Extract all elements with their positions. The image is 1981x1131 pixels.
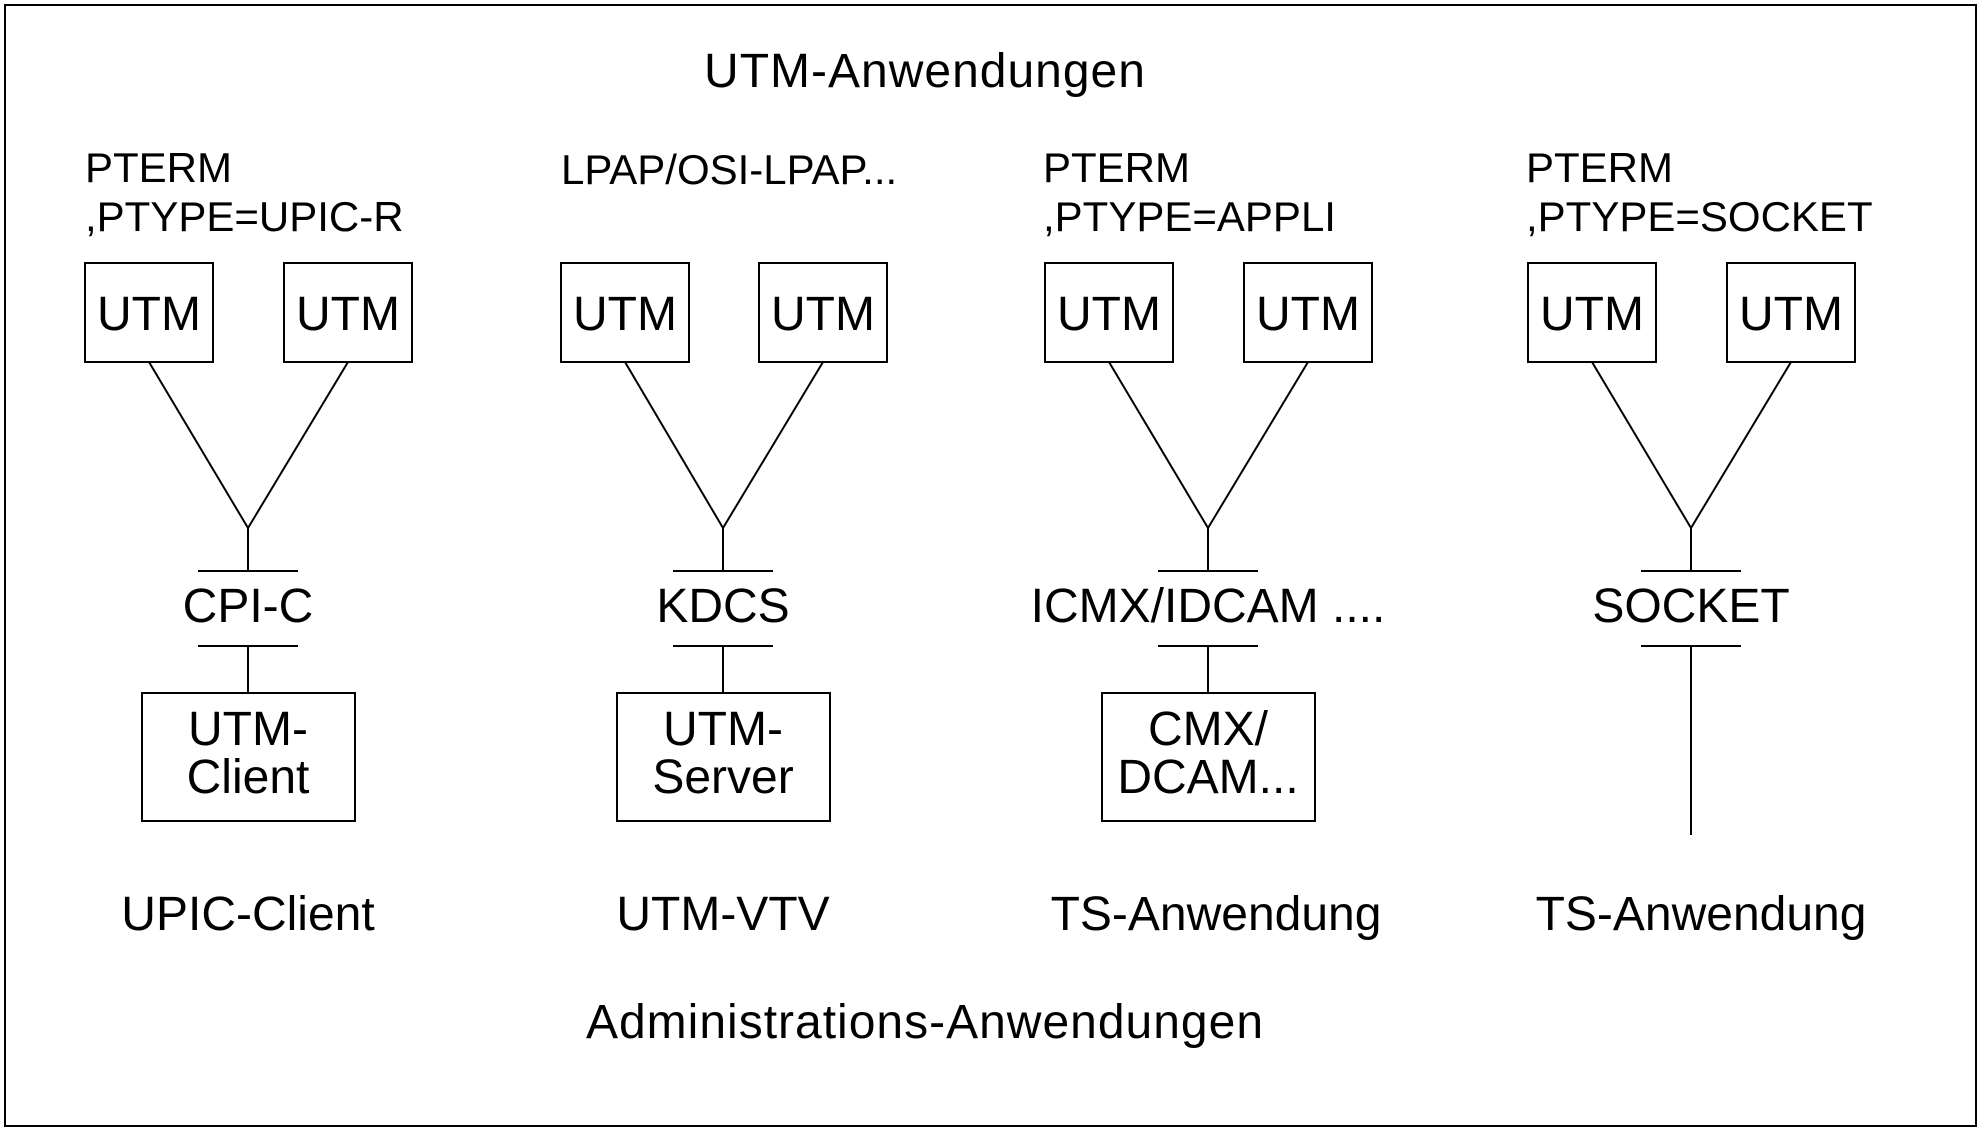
partner-box xyxy=(1101,692,1316,822)
partner-box-line2: DCAM... xyxy=(1117,751,1298,804)
partner-box-line1: UTM- xyxy=(188,703,308,756)
utm-box-left xyxy=(84,262,214,363)
utm-box-right xyxy=(1726,262,1856,363)
heading-administrations-anwendungen: Administrations-Anwendungen xyxy=(586,996,1264,1049)
utm-box-left-label: UTM xyxy=(1540,288,1644,341)
interface-label: KDCS xyxy=(656,580,789,633)
column-footer: TS-Anwendung xyxy=(1536,888,1867,941)
connector-right xyxy=(1207,361,1309,529)
connector-right xyxy=(722,361,824,529)
connector-left xyxy=(624,361,724,529)
connector-left xyxy=(1591,361,1692,529)
utm-box-left xyxy=(560,262,690,363)
partner-box xyxy=(616,692,831,822)
interface-label: SOCKET xyxy=(1592,580,1789,633)
interface-label: ICMX/IDCAM .... xyxy=(1031,580,1386,633)
partner-box xyxy=(141,692,356,822)
utm-box-right xyxy=(283,262,413,363)
utm-box-right-label: UTM xyxy=(296,288,400,341)
column-footer: UTM-VTV xyxy=(616,888,829,941)
column-upic-client: PTERM ,PTYPE=UPIC-R UTM UTM CPI-C UTM- C… xyxy=(84,144,413,941)
utm-box-right xyxy=(758,262,888,363)
connector-right xyxy=(247,361,349,529)
utm-box-right-label: UTM xyxy=(1256,288,1360,341)
utm-box-right-label: UTM xyxy=(1739,288,1843,341)
utm-box-left xyxy=(1044,262,1174,363)
column-utm-vtv: LPAP/OSI-LPAP... UTM UTM KDCS UTM- Serve… xyxy=(560,146,897,941)
interface-label: CPI-C xyxy=(183,580,314,633)
column-header-line2: ,PTYPE=SOCKET xyxy=(1526,193,1873,240)
column-ts-anwendung-cmx: PTERM ,PTYPE=APPLI UTM UTM ICMX/IDCAM ..… xyxy=(1031,144,1386,941)
column-header-line1: PTERM xyxy=(1526,144,1673,191)
column-header-line2: ,PTYPE=UPIC-R xyxy=(85,193,404,240)
heading-utm-anwendungen: UTM-Anwendungen xyxy=(704,45,1146,98)
utm-box-left-label: UTM xyxy=(1057,288,1161,341)
column-header-line2: ,PTYPE=APPLI xyxy=(1043,193,1336,240)
partner-box-line2: Server xyxy=(652,751,793,804)
column-header-line1: PTERM xyxy=(85,144,232,191)
partner-box-line1: UTM- xyxy=(663,703,783,756)
column-footer: UPIC-Client xyxy=(121,888,374,941)
column-footer: TS-Anwendung xyxy=(1051,888,1382,941)
connector-left xyxy=(148,361,249,529)
utm-box-left-label: UTM xyxy=(97,288,201,341)
column-ts-anwendung-socket: PTERM ,PTYPE=SOCKET UTM UTM SOCKET TS-An… xyxy=(1526,144,1873,941)
column-header-line1: PTERM xyxy=(1043,144,1190,191)
partner-box-line1: CMX/ xyxy=(1148,703,1269,756)
connector-left xyxy=(1108,361,1209,529)
outer-frame xyxy=(4,4,1977,1127)
utm-box-right xyxy=(1243,262,1373,363)
partner-box-line2: Client xyxy=(187,751,310,804)
utm-box-left xyxy=(1527,262,1657,363)
connector-right xyxy=(1690,361,1792,529)
utm-box-right-label: UTM xyxy=(771,288,875,341)
utm-box-left-label: UTM xyxy=(573,288,677,341)
column-header-line1: LPAP/OSI-LPAP... xyxy=(561,146,897,193)
